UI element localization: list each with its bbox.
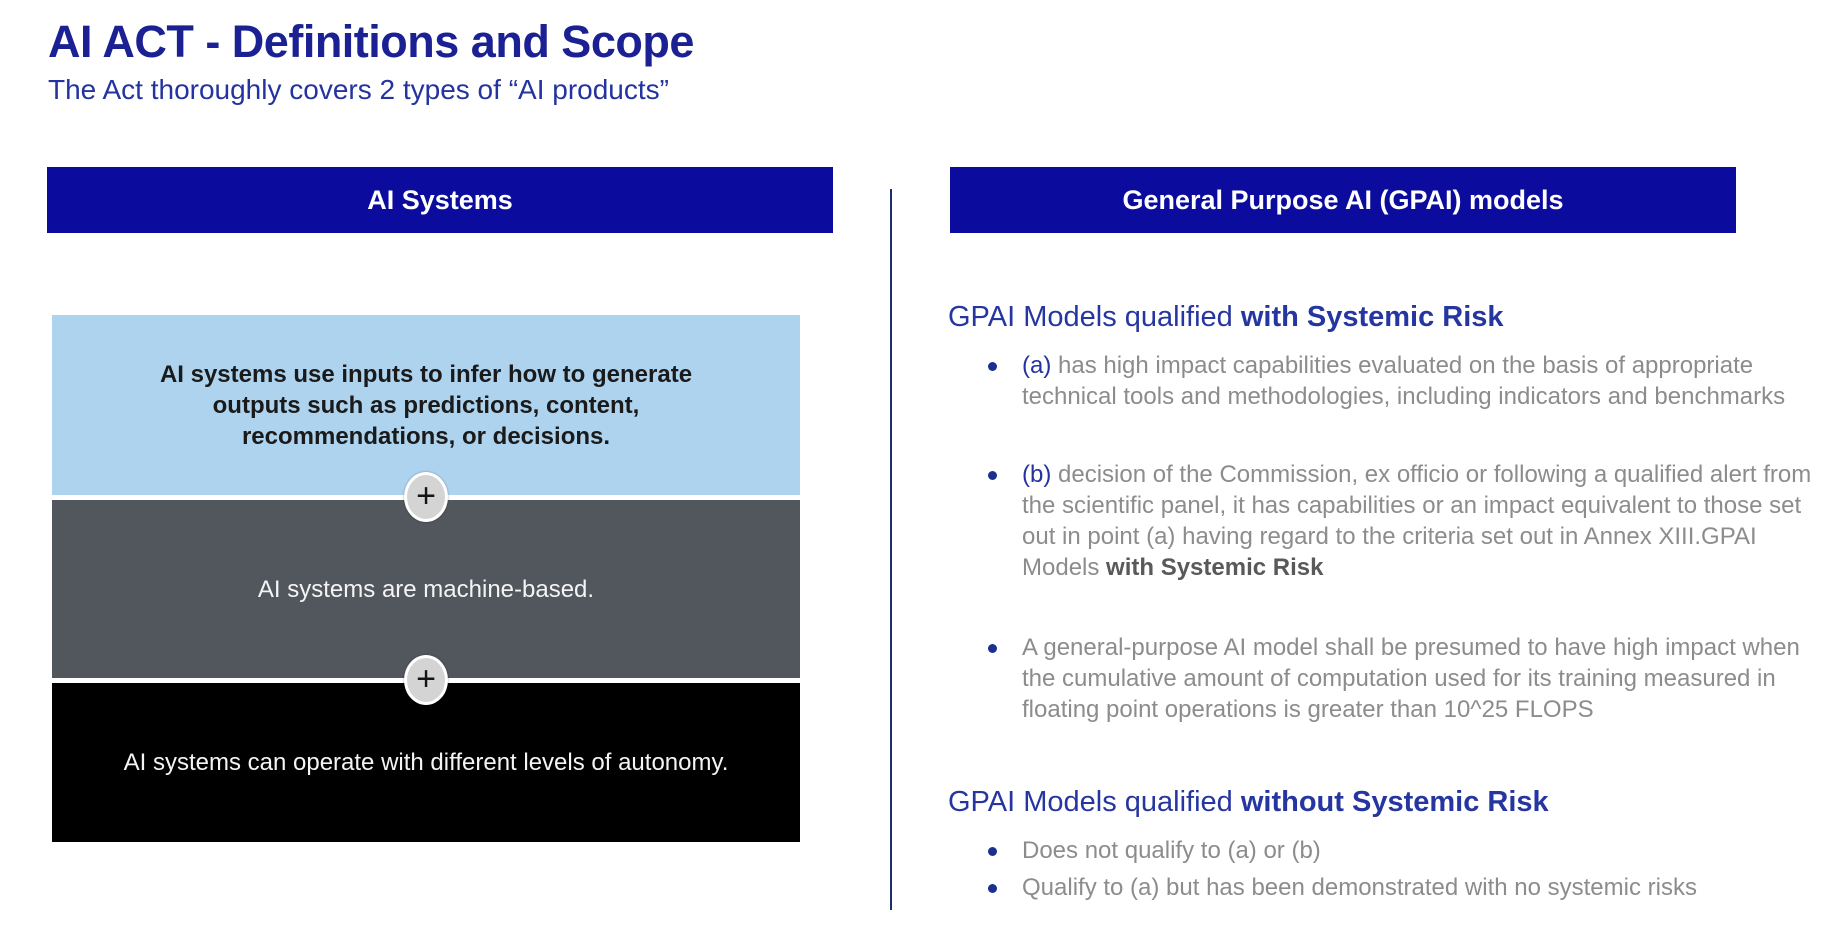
heading-without-systemic-risk: GPAI Models qualified without Systemic R…	[948, 786, 1549, 818]
definition-box-inference-text: AI systems use inputs to infer how to ge…	[159, 360, 693, 450]
ai-systems-header-bar: AI Systems	[47, 167, 833, 233]
ai-systems-header-label: AI Systems	[367, 184, 513, 215]
list-item: (a) has high impact capabilities evaluat…	[948, 350, 1820, 412]
page-title: AI ACT - Definitions and Scope	[48, 16, 694, 67]
plus-icon: +	[404, 472, 448, 522]
definition-box-autonomy-text: AI systems can operate with different le…	[123, 749, 729, 776]
list-item: Does not qualify to (a) or (b)	[948, 835, 1820, 866]
definition-box-autonomy: AI systems can operate with different le…	[52, 683, 800, 842]
gpai-header-bar: General Purpose AI (GPAI) models	[950, 167, 1736, 233]
definition-box-machine-based: AI systems are machine-based.	[52, 500, 800, 678]
page-subtitle: The Act thoroughly covers 2 types of “AI…	[48, 74, 669, 105]
list-item: (b) decision of the Commission, ex offic…	[948, 459, 1820, 583]
plus-icon: +	[404, 655, 448, 705]
with-systemic-risk-list: (a) has high impact capabilities evaluat…	[948, 350, 1820, 725]
gpai-header-label: General Purpose AI (GPAI) models	[1122, 184, 1564, 215]
definition-box-inference: AI systems use inputs to infer how to ge…	[52, 315, 800, 495]
gpai-content: GPAI Models qualified with Systemic Risk…	[948, 300, 1820, 909]
definition-box-machine-based-text: AI systems are machine-based.	[257, 575, 595, 603]
heading-with-systemic-risk: GPAI Models qualified with Systemic Risk	[948, 301, 1504, 333]
list-item: Qualify to (a) but has been demonstrated…	[948, 872, 1820, 903]
column-divider	[890, 189, 892, 910]
without-systemic-risk-list: Does not qualify to (a) or (b) Qualify t…	[948, 835, 1820, 903]
list-item: A general-purpose AI model shall be pres…	[948, 632, 1820, 725]
